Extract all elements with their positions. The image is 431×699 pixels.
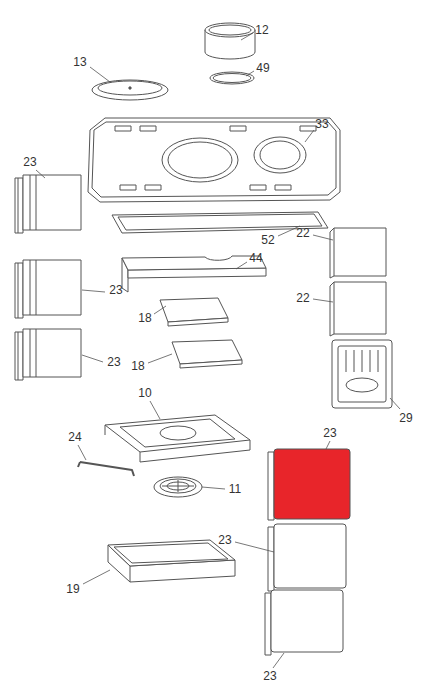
callout-number: 13	[73, 56, 86, 68]
round-grate	[154, 477, 202, 497]
side-panel	[15, 260, 81, 318]
brick-panel	[330, 228, 386, 278]
callout-number: 23	[109, 284, 122, 296]
callout-number: 24	[68, 431, 81, 443]
callout-number: 18	[138, 312, 151, 324]
side-panel-highlighted	[268, 449, 350, 520]
flue-collar	[205, 23, 255, 59]
back-panel	[332, 340, 392, 408]
callout-number: 23	[218, 534, 231, 546]
ash-pan	[108, 540, 235, 582]
top-plate	[88, 118, 340, 202]
callout-number: 29	[399, 412, 412, 424]
callout-number: 23	[263, 670, 276, 682]
gasket	[112, 212, 328, 233]
callout-number: 19	[66, 583, 79, 595]
callout-number: 33	[315, 118, 328, 130]
callout-number: 23	[323, 427, 336, 439]
rod	[78, 462, 134, 476]
grate-frame	[105, 415, 250, 462]
side-panel	[15, 175, 81, 233]
side-panel	[268, 524, 346, 591]
callout-number: 11	[229, 483, 241, 495]
callout-number: 44	[249, 252, 262, 264]
deflector-plate	[160, 298, 228, 326]
leader-lines	[36, 33, 400, 668]
callout-number: 18	[131, 360, 144, 372]
callout-number: 22	[296, 292, 309, 304]
callout-number: 52	[261, 234, 274, 246]
callout-number: 23	[107, 356, 120, 368]
callout-number: 12	[255, 24, 268, 36]
baffle-plate	[122, 256, 266, 292]
side-panel	[15, 329, 81, 380]
callout-number: 22	[296, 227, 309, 239]
callout-number: 49	[256, 62, 269, 74]
callout-number: 23	[23, 156, 36, 168]
callout-number: 10	[138, 387, 151, 399]
deflector-plate	[172, 340, 242, 368]
side-panel	[265, 590, 343, 655]
cover-disc	[92, 80, 168, 100]
seal-ring	[210, 72, 254, 84]
brick-panel	[330, 282, 386, 336]
